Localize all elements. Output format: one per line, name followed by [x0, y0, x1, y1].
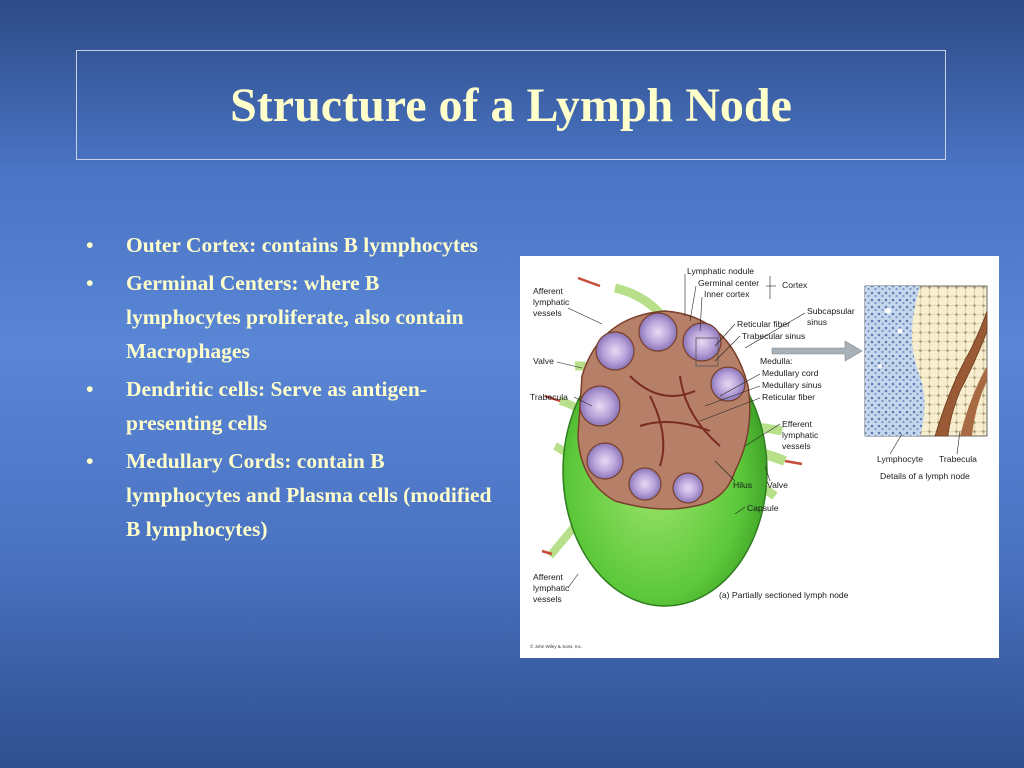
label-detail-caption: Details of a lymph node	[880, 471, 970, 481]
label-hilus: Hilus	[733, 480, 752, 490]
figure-caption: (a) Partially sectioned lymph node	[719, 590, 849, 600]
label-inner-cortex: Inner cortex	[704, 289, 750, 299]
bullet-text: Dendritic cells: Serve as antigen-presen…	[126, 377, 427, 435]
label-subcapsular-2: sinus	[807, 317, 827, 327]
label-efferent-3: vessels	[782, 441, 811, 451]
label-reticular-fiber-bottom: Reticular fiber	[762, 392, 815, 402]
label-afferent-top-2: lymphatic	[533, 297, 570, 307]
detail-arrow	[771, 340, 863, 362]
label-medulla: Medulla:	[760, 356, 792, 366]
label-subcapsular-1: Subcapsular	[807, 306, 855, 316]
label-trabecula-detail: Trabecula	[939, 454, 977, 464]
label-valve-left: Valve	[533, 356, 554, 366]
bullet-dot: •	[86, 377, 94, 401]
label-efferent-1: Efferent	[782, 419, 813, 429]
label-afferent-top-3: vessels	[533, 308, 562, 318]
label-lymphatic-nodule: Lymphatic nodule	[687, 266, 754, 276]
bullet-item: • Medullary Cords: contain B lymphocytes …	[86, 444, 496, 546]
bullet-text: Germinal Centers: where B lymphocytes pr…	[126, 271, 464, 363]
bullet-item: • Dendritic cells: Serve as antigen-prese…	[86, 372, 496, 440]
title-box: Structure of a Lymph Node	[76, 50, 946, 160]
label-medullary-sinus: Medullary sinus	[762, 380, 822, 390]
bullet-item: • Germinal Centers: where B lymphocytes p…	[86, 266, 496, 368]
bullet-text: Medullary Cords: contain B lymphocytes a…	[126, 449, 492, 541]
label-cortex: Cortex	[782, 280, 808, 290]
bullet-dot: •	[86, 449, 94, 473]
slide-title: Structure of a Lymph Node	[230, 78, 792, 132]
label-afferent-top-1: Afferent	[533, 286, 564, 296]
detail-inset	[864, 285, 988, 437]
label-trabecular-sinus: Trabecular sinus	[742, 331, 805, 341]
bullet-dot: •	[86, 271, 94, 295]
copyright-notice: © John Wiley & Sons, Inc.	[530, 643, 582, 649]
label-germinal-center: Germinal center	[698, 278, 759, 288]
label-afferent-bottom-1: Afferent	[533, 572, 564, 582]
lymph-node-figure: Afferent lymphatic vessels Valve Trabecu…	[520, 256, 999, 658]
bullet-list: • Outer Cortex: contains B lymphocytes • G…	[86, 228, 496, 550]
label-lymphocyte: Lymphocyte	[877, 454, 923, 464]
node-section	[577, 310, 751, 510]
label-afferent-bottom-2: lymphatic	[533, 583, 570, 593]
label-capsule: Capsule	[747, 503, 779, 513]
lymph-node-diagram: Afferent lymphatic vessels Valve Trabecu…	[530, 266, 988, 649]
bullet-text: Outer Cortex: contains B lymphocytes	[126, 233, 478, 257]
leader-lines	[556, 274, 961, 589]
bullet-item: • Outer Cortex: contains B lymphocytes	[86, 228, 496, 262]
label-medullary-cord: Medullary cord	[762, 368, 819, 378]
diagram-labels: Afferent lymphatic vessels Valve Trabecu…	[530, 266, 977, 649]
bullet-dot: •	[86, 233, 94, 257]
label-trabecula-left: Trabecula	[530, 392, 568, 402]
label-afferent-bottom-3: vessels	[533, 594, 562, 604]
label-valve-right: Valve	[767, 480, 788, 490]
label-reticular-fiber-top: Reticular fiber	[737, 319, 790, 329]
label-efferent-2: lymphatic	[782, 430, 819, 440]
